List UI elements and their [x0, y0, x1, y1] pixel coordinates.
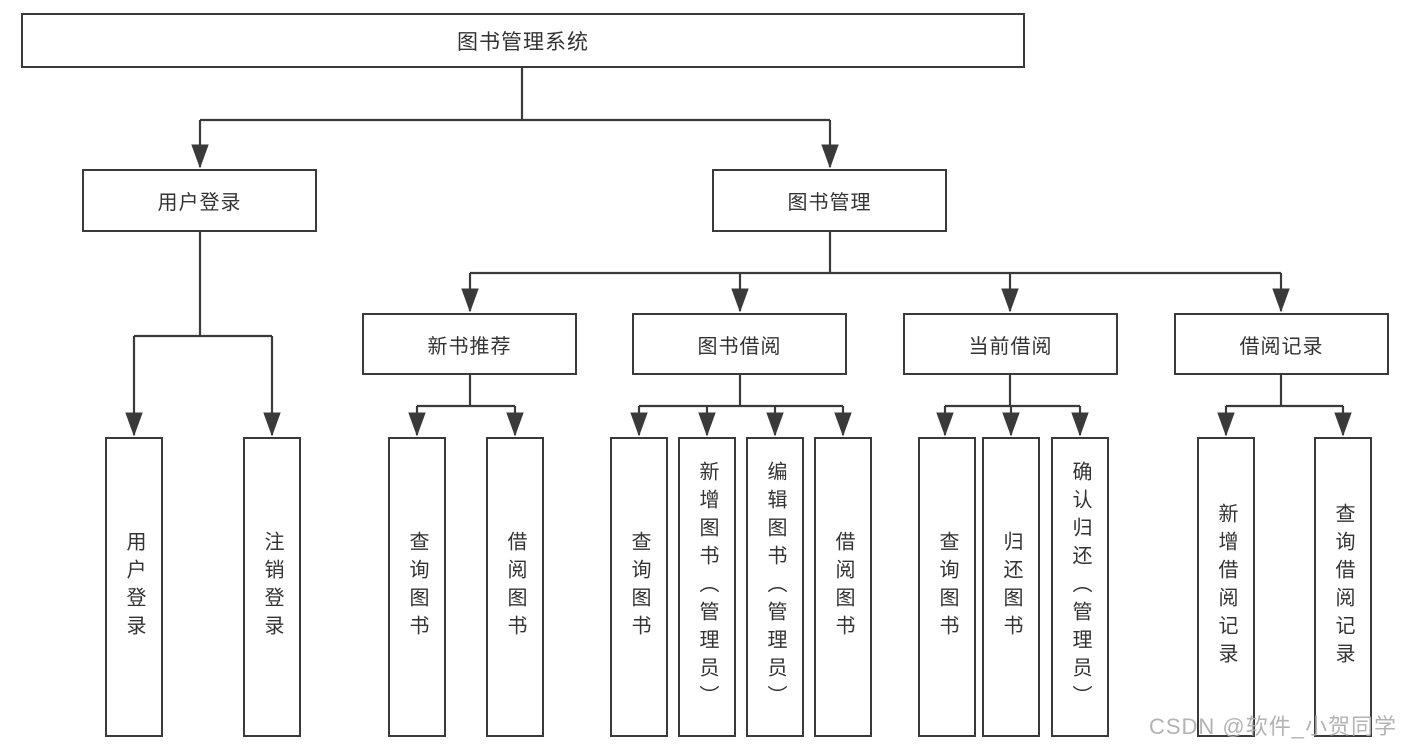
leaf-add-book-admin: 新增图书（管理员）: [678, 437, 736, 737]
leaf-borrow-books-label: 借阅图书: [832, 531, 854, 643]
node-library-management-system-label: 图书管理系统: [457, 30, 589, 54]
leaf-borrow-books-newbook-label: 借阅图书: [504, 531, 526, 643]
leaf-query-books-borrow-label: 查询图书: [628, 531, 650, 643]
node-user-login: 用户登录: [82, 169, 317, 232]
leaf-return-books: 归还图书: [982, 437, 1040, 737]
leaf-return-books-label: 归还图书: [1000, 531, 1022, 643]
node-book-borrowing: 图书借阅: [632, 313, 847, 375]
leaf-add-book-admin-label: 新增图书（管理员）: [696, 461, 718, 713]
leaf-confirm-return-admin: 确认归还（管理员）: [1051, 437, 1109, 737]
leaf-query-books-current-label: 查询图书: [936, 531, 958, 643]
leaf-add-borrow-record-label: 新增借阅记录: [1215, 503, 1237, 671]
node-library-management-system: 图书管理系统: [21, 13, 1025, 68]
node-user-login-label: 用户登录: [157, 192, 242, 214]
leaf-query-books-newbook: 查询图书: [388, 437, 446, 737]
leaf-user-login-label: 用户登录: [123, 531, 145, 643]
node-book-management-label: 图书管理: [787, 192, 872, 214]
leaf-query-borrow-record-label: 查询借阅记录: [1332, 503, 1354, 671]
leaf-borrow-books: 借阅图书: [814, 437, 872, 737]
leaf-query-books-newbook-label: 查询图书: [406, 531, 428, 643]
node-new-book-recommendation: 新书推荐: [362, 313, 577, 375]
node-current-borrowing-label: 当前借阅: [968, 335, 1053, 358]
leaf-confirm-return-admin-label: 确认归还（管理员）: [1069, 461, 1091, 713]
leaf-query-books-borrow: 查询图书: [610, 437, 668, 737]
leaf-edit-book-admin: 编辑图书（管理员）: [746, 437, 804, 737]
leaf-query-books-current: 查询图书: [918, 437, 976, 737]
leaf-edit-book-admin-label: 编辑图书（管理员）: [764, 461, 786, 713]
leaf-add-borrow-record: 新增借阅记录: [1197, 437, 1255, 737]
leaf-logout: 注销登录: [243, 437, 301, 737]
node-book-management: 图书管理: [712, 169, 947, 232]
leaf-borrow-books-newbook: 借阅图书: [486, 437, 544, 737]
leaf-user-login: 用户登录: [105, 437, 163, 737]
node-current-borrowing: 当前借阅: [903, 313, 1118, 375]
node-book-borrowing-label: 图书借阅: [697, 335, 782, 358]
node-new-book-recommendation-label: 新书推荐: [427, 335, 512, 358]
node-borrowing-records-label: 借阅记录: [1239, 335, 1324, 358]
node-borrowing-records: 借阅记录: [1174, 313, 1389, 375]
leaf-query-borrow-record: 查询借阅记录: [1314, 437, 1372, 737]
leaf-logout-label: 注销登录: [261, 531, 283, 643]
csdn-watermark: CSDN @软件_小贺同学: [1148, 714, 1397, 739]
